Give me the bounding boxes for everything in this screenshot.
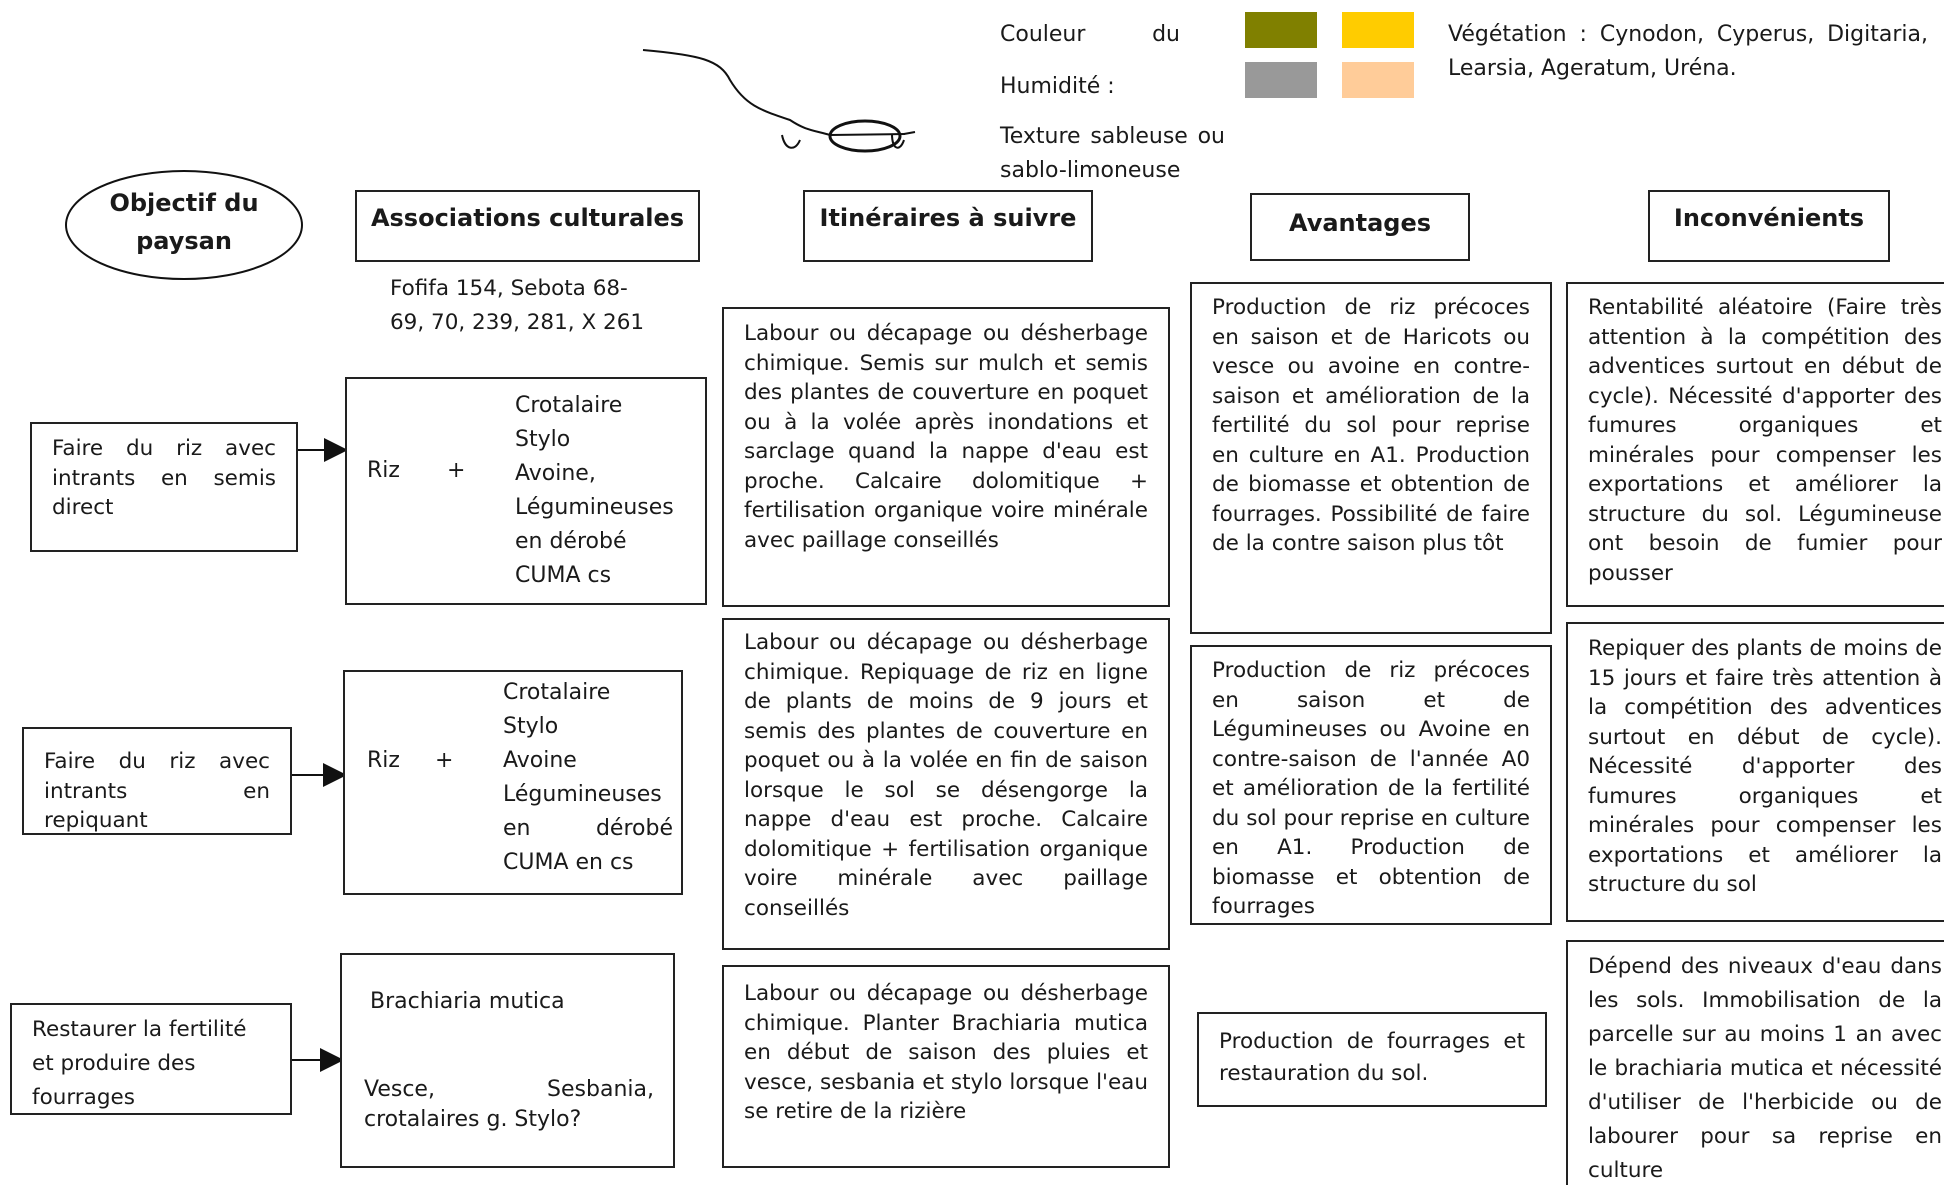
header-avantages-text: Avantages xyxy=(1288,209,1432,237)
itinerary-row-2: Labour ou décapage ou désherbage chimiqu… xyxy=(722,618,1170,950)
header-inconvenients-text: Inconvénients xyxy=(1673,204,1865,232)
header-associations: Associations culturales xyxy=(355,190,700,262)
disadvantages-row-3-text: Dépend des niveaux d'eau dans les sols. … xyxy=(1588,954,1942,1183)
disadvantages-row-3: Dépend des niveaux d'eau dans les sols. … xyxy=(1566,940,1944,1185)
terrain-sketch xyxy=(642,49,906,137)
itinerary-row-3: Labour ou décapage ou désherbage chimiqu… xyxy=(722,965,1170,1168)
assoc-item: Légumineuses xyxy=(515,495,674,520)
assoc-line2-row-3: Vesce, Sesbania, crotalaires g. Stylo? xyxy=(364,1077,654,1132)
header-objectif: Objectif du paysan xyxy=(92,184,276,260)
objective-row-3: Restaurer la fertilité et produire des f… xyxy=(10,1003,292,1115)
swatch-grey xyxy=(1245,62,1317,98)
swatch-olive xyxy=(1245,12,1317,48)
legend-vegetation: Végétation : Cynodon, Cyperus, Digitaria… xyxy=(1448,22,1928,81)
swatch-yellow xyxy=(1342,12,1414,48)
assoc-item: Avoine, xyxy=(515,461,596,486)
assoc-plus-row-2: + xyxy=(435,748,454,773)
header-objectif-text: Objectif du paysan xyxy=(109,189,259,255)
assoc-list-row-2: Crotalaire Stylo Avoine Légumineuses en … xyxy=(503,676,673,880)
disadvantages-row-1: Rentabilité aléatoire (Faire très attent… xyxy=(1566,282,1944,607)
association-row-3: Brachiaria mutica Vesce, Sesbania, crota… xyxy=(340,953,675,1168)
advantages-row-1: Production de riz précoces en saison et … xyxy=(1190,282,1552,634)
legend-couleur-text: Couleur du xyxy=(1000,22,1180,47)
varieties-note: Fofifa 154, Sebota 68-69, 70, 239, 281, … xyxy=(390,276,645,335)
assoc-plus-row-1: + xyxy=(447,458,466,483)
assoc-item: Crotalaire xyxy=(503,680,611,705)
assoc-item: Avoine xyxy=(503,748,577,773)
disadvantages-row-2: Repiquer des plants de moins de 15 jours… xyxy=(1566,622,1944,922)
objective-ellipse xyxy=(65,170,303,280)
legend-texture-label: Texture sableuse ou sablo-limoneuse xyxy=(1000,124,1225,183)
assoc-list-row-1: Crotalaire Stylo Avoine, Légumineuses en… xyxy=(515,389,674,593)
header-itineraires-text: Itinéraires à suivre xyxy=(819,204,1077,232)
itinerary-row-1: Labour ou décapage ou désherbage chimiqu… xyxy=(722,307,1170,607)
assoc-item: en dérobé xyxy=(503,816,673,841)
objective-row-1: Faire du riz avec intrants en semis dire… xyxy=(30,422,298,552)
assoc-line1-row-3: Brachiaria mutica xyxy=(370,989,565,1014)
water-sketch-ellipse xyxy=(828,119,902,153)
assoc-crop-row-1: Riz xyxy=(367,458,400,483)
advantages-row-2: Production de riz précoces en saison et … xyxy=(1190,645,1552,925)
objective-row-3-text: Restaurer la fertilité et produire des f… xyxy=(32,1017,247,1110)
header-itineraires: Itinéraires à suivre xyxy=(803,190,1093,262)
assoc-item: Crotalaire xyxy=(515,393,623,418)
association-row-2: Riz + Crotalaire Stylo Avoine Légumineus… xyxy=(343,670,683,895)
swatch-peach xyxy=(1342,62,1414,98)
advantages-row-3: Production de fourrages et restauration … xyxy=(1197,1012,1547,1107)
assoc-item: CUMA cs xyxy=(515,563,612,588)
assoc-item: Stylo xyxy=(503,714,559,739)
assoc-item: en dérobé xyxy=(515,529,627,554)
legend-humidite-label: Humidité : xyxy=(1000,74,1115,99)
assoc-crop-row-2: Riz xyxy=(367,748,400,773)
objective-row-2: Faire du riz avec intrants en repiquant xyxy=(22,727,292,835)
association-row-1: Riz + Crotalaire Stylo Avoine, Légumineu… xyxy=(345,377,707,605)
header-associations-text: Associations culturales xyxy=(370,204,685,232)
assoc-item: Légumineuses xyxy=(503,782,662,807)
header-inconvenients: Inconvénients xyxy=(1648,190,1890,262)
assoc-item: CUMA en cs xyxy=(503,850,634,875)
header-avantages: Avantages xyxy=(1250,193,1470,261)
legend-couleur-label: Couleur du xyxy=(1000,18,1180,52)
assoc-item: Stylo xyxy=(515,427,571,452)
